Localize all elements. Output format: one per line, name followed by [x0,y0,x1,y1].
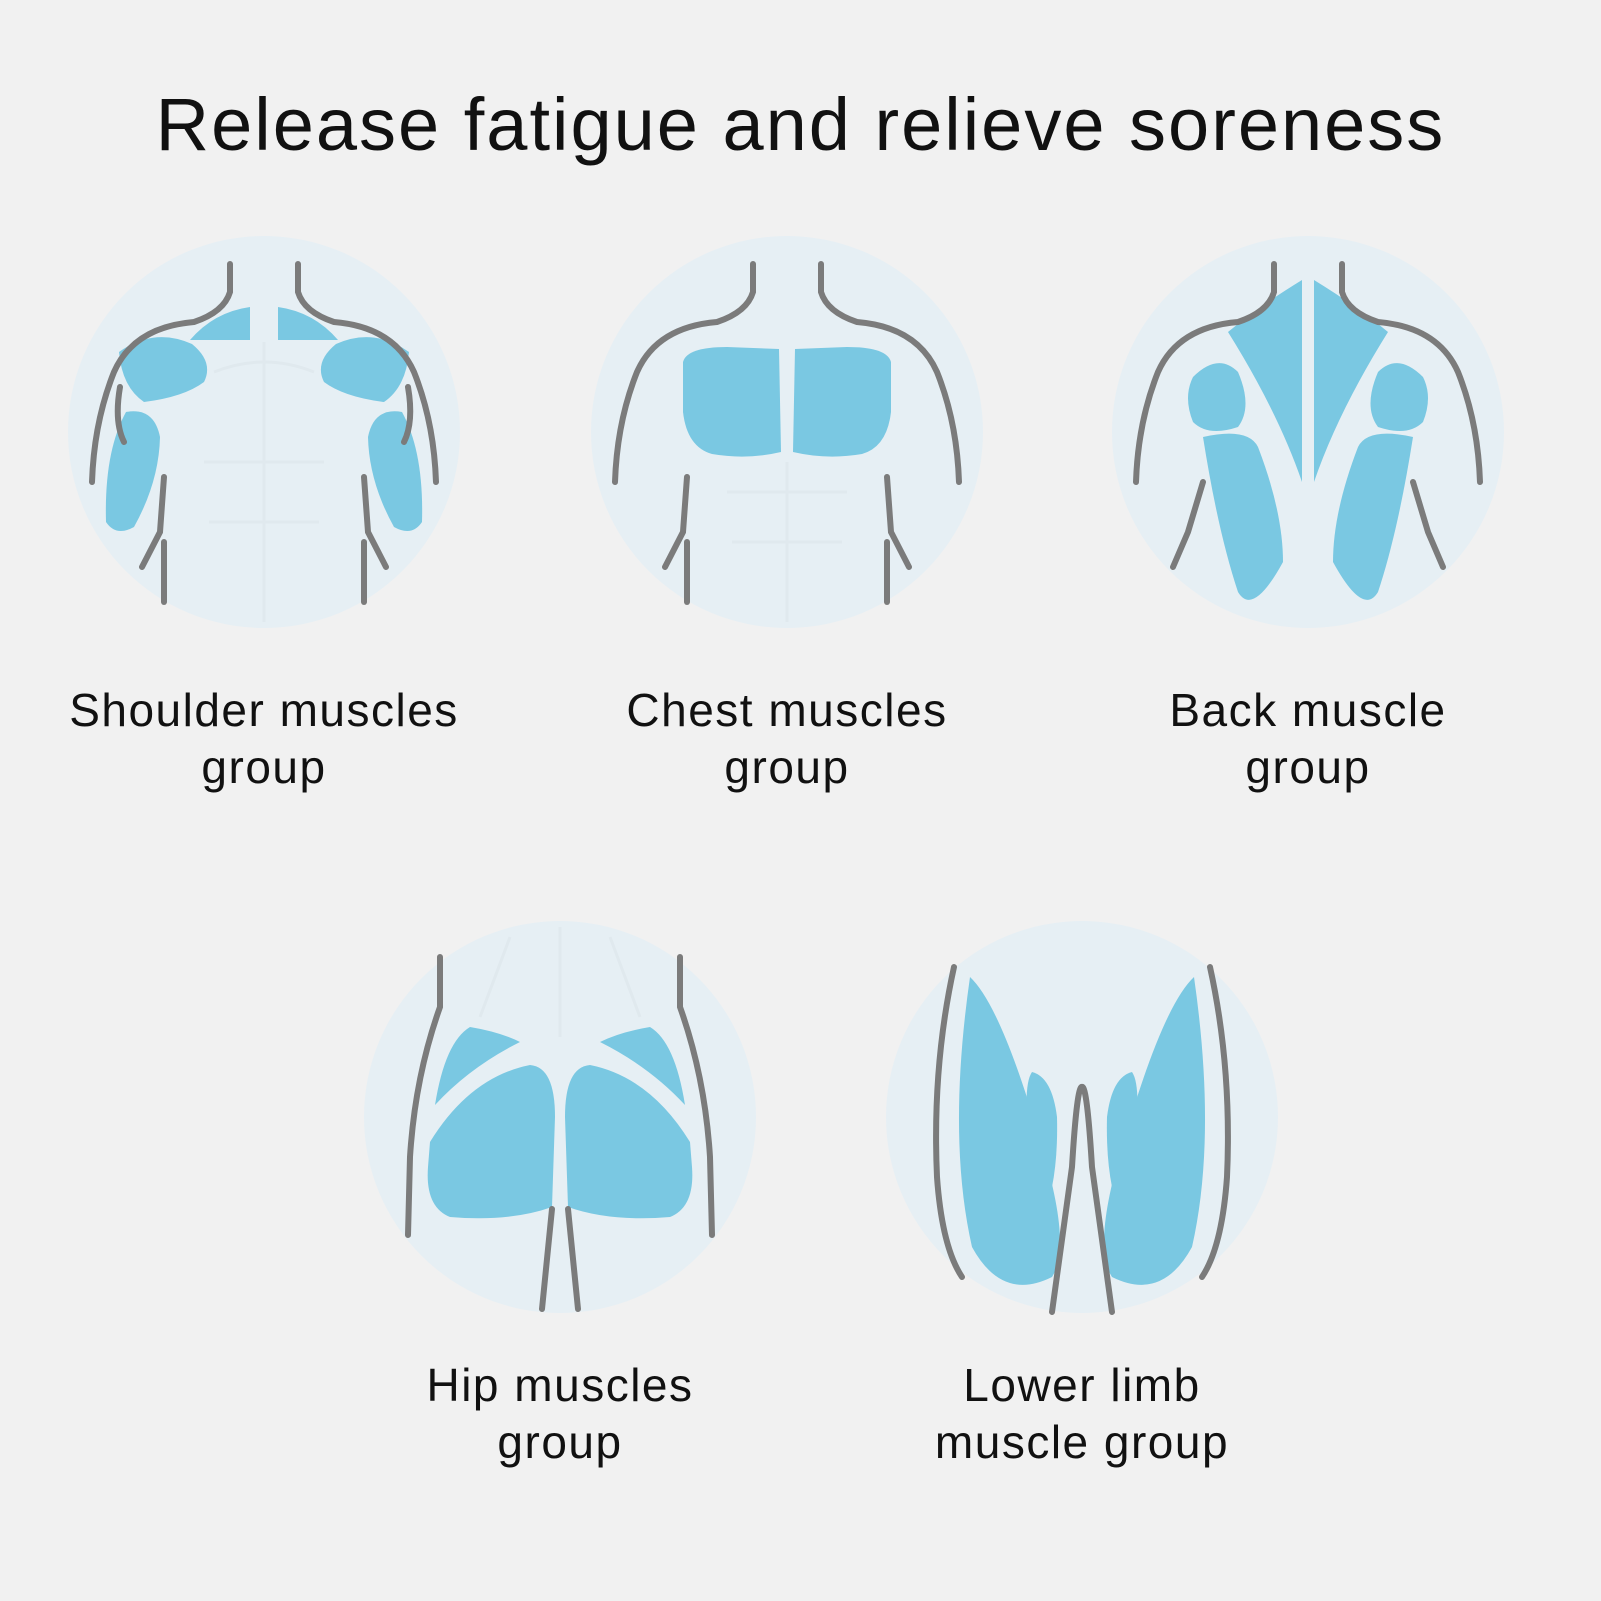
shoulder-muscles-icon [68,236,460,628]
back-muscles-icon [1112,236,1504,628]
muscle-group-shoulder: Shoulder muscles group [24,232,504,796]
caption-line: Hip muscles [426,1359,694,1411]
muscle-group-chest: Chest muscles group [547,232,1027,796]
caption-line: Shoulder muscles [69,684,459,736]
caption: Hip muscles group [320,1357,800,1471]
caption-line: Back muscle [1169,684,1447,736]
caption: Lower limb muscle group [842,1357,1322,1471]
caption-line: group [1245,741,1371,793]
chest-muscles-icon [591,236,983,628]
caption-line: group [724,741,850,793]
caption: Back muscle group [1068,682,1548,796]
caption: Chest muscles group [547,682,1027,796]
caption-line: Lower limb [963,1359,1201,1411]
lower-limb-muscles-icon [886,921,1278,1315]
hip-muscles-icon [364,921,756,1313]
muscle-group-lower-limb: Lower limb muscle group [842,917,1322,1471]
caption-line: group [201,741,327,793]
caption-line: group [497,1416,623,1468]
muscle-group-back: Back muscle group [1068,232,1548,796]
page-title: Release fatigue and relieve soreness [155,83,1446,166]
caption-line: muscle group [934,1416,1230,1468]
muscle-group-hip: Hip muscles group [320,917,800,1471]
caption-line: Chest muscles [626,684,948,736]
caption: Shoulder muscles group [24,682,504,796]
